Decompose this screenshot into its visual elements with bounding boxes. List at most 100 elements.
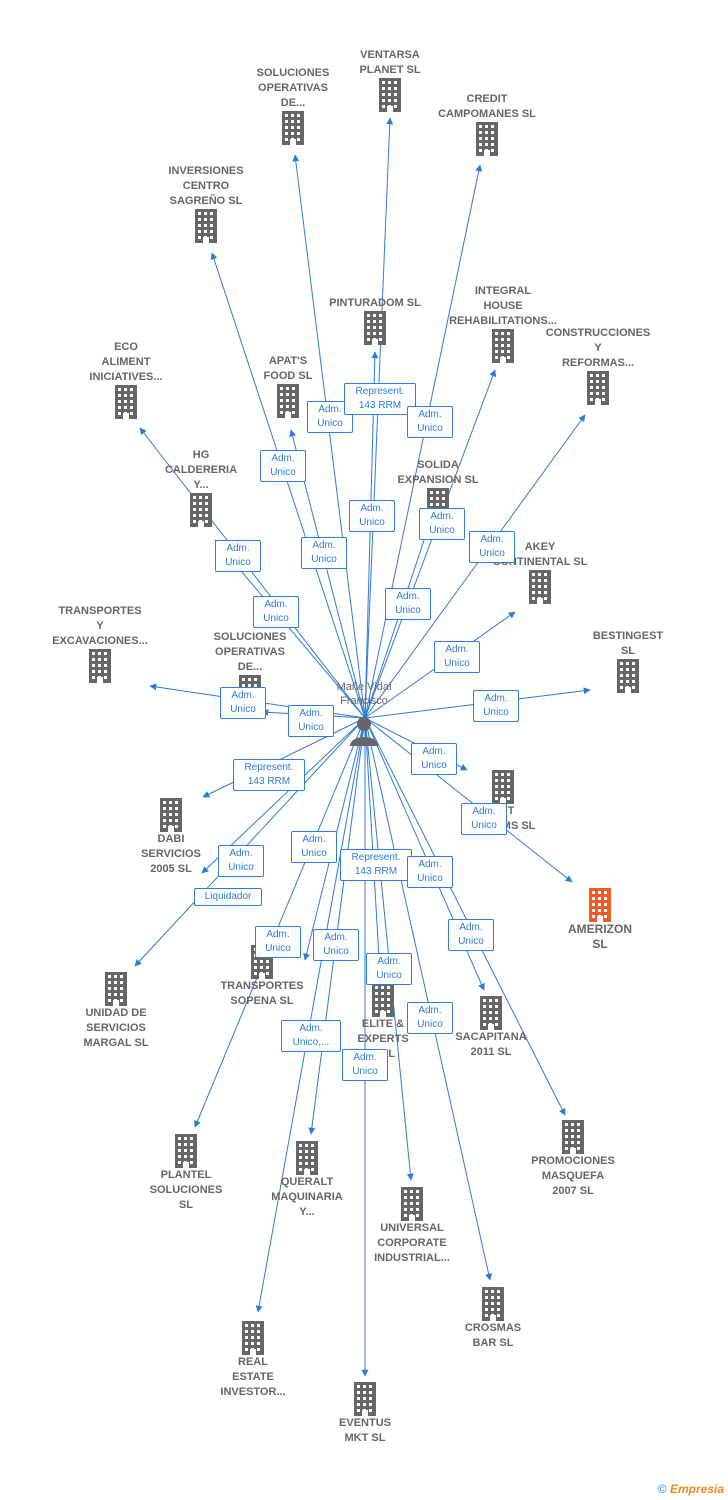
building-icon [89, 649, 111, 683]
company-node-promociones[interactable]: PROMOCIONES MASQUEFA 2007 SL [513, 1120, 633, 1199]
relation-tag-integral[interactable]: Adm. Unico [385, 588, 431, 620]
company-label: PLANTEL SOLUCIONES SL [149, 1169, 223, 1211]
company-node-soluciones1[interactable]: SOLUCIONES OPERATIVAS DE... [233, 66, 353, 145]
relation-tag-eventus[interactable]: Adm. Unico [342, 1049, 388, 1081]
building-icon [372, 983, 394, 1017]
building-icon [282, 111, 304, 145]
edge-plantel [194, 717, 366, 1128]
company-label: QUERALT MAQUINARIA Y... [271, 1176, 343, 1218]
company-node-crosmas[interactable]: CROSMAS BAR SL [433, 1287, 553, 1351]
company-node-hg[interactable]: HG CALDERERIA Y... [141, 448, 261, 527]
company-node-dabi[interactable]: DABI SERVICIOS 2005 SL [111, 798, 231, 877]
relation-tag-dabi[interactable]: Represent. 143 RRM [233, 759, 305, 791]
company-node-universal[interactable]: UNIVERSAL CORPORATE INDUSTRIAL... [352, 1187, 472, 1266]
relation-tag-soluciones2[interactable]: Adm. Unico [288, 705, 334, 737]
building-icon [480, 996, 502, 1030]
relation-tag-unidad[interactable]: Adm. Unico [218, 845, 264, 877]
edge-integral [364, 369, 497, 719]
relation-tag-solida[interactable]: Adm. Unico [419, 508, 465, 540]
company-node-integral[interactable]: INTEGRAL HOUSE REHABILITATIONS... [443, 284, 563, 363]
building-icon [160, 798, 182, 832]
company-node-unidad[interactable]: UNIDAD DE SERVICIOS MARGAL SL [56, 972, 176, 1051]
company-node-construcciones[interactable]: CONSTRUCCIONES Y REFORMAS... [538, 326, 658, 405]
company-label: INTEGRAL HOUSE REHABILITATIONS... [449, 285, 557, 327]
edge-promociones [364, 717, 566, 1116]
company-label: UNIDAD DE SERVICIOS MARGAL SL [83, 1007, 149, 1049]
company-node-eventus[interactable]: EVENTUS MKT SL [305, 1382, 425, 1446]
relation-tag-eco[interactable]: Adm. Unico [215, 540, 261, 572]
edge-eco [139, 427, 366, 719]
company-label: TRANSPORTES SOPENA SL [220, 980, 304, 1007]
edge-real [255, 717, 366, 1313]
building-icon [115, 385, 137, 419]
company-label: ECO ALIMENT INICIATIVES... [89, 341, 163, 383]
company-label: TRANSPORTES Y EXCAVACIONES... [52, 605, 148, 647]
company-node-apats[interactable]: APAT'S FOOD SL [228, 354, 348, 418]
edge-soluciones1 [292, 154, 366, 719]
relation-tag-pinturadom[interactable]: Adm. Unico [349, 500, 395, 532]
building-icon [492, 770, 514, 804]
relation-tag-liquidador[interactable]: Liquidador [194, 888, 262, 906]
relation-tag-credit[interactable]: Adm. Unico [407, 406, 453, 438]
company-label: VENTARSA PLANET SL [359, 49, 421, 76]
relation-tag-promociones[interactable]: Adm. Unico [448, 919, 494, 951]
footer-brand: © Empresia [658, 1482, 724, 1496]
company-label: SOLUCIONES OPERATIVAS DE... [213, 631, 287, 673]
relation-tag-plantel[interactable]: Adm. Unico [291, 831, 337, 863]
relation-tag-transportes_y[interactable]: Adm. Unico [220, 687, 266, 719]
relation-tag-hg[interactable]: Adm. Unico [253, 596, 299, 628]
relation-tag-apats[interactable]: Adm. Unico [301, 537, 347, 569]
building-icon [296, 1141, 318, 1175]
company-label: CROSMAS BAR SL [464, 1322, 522, 1349]
company-label: PROMOCIONES MASQUEFA 2007 SL [531, 1155, 615, 1197]
relation-tag-art[interactable]: Adm. Unico [411, 743, 457, 775]
relation-tag-sacapitana[interactable]: Adm. Unico [407, 856, 453, 888]
company-node-solida[interactable]: SOLIDA EXPANSION SL [378, 458, 498, 522]
building-icon [175, 1134, 197, 1168]
relation-tag-sopena[interactable]: Adm. Unico [313, 929, 359, 961]
company-label: SACAPITANA 2011 SL [455, 1031, 527, 1058]
edge-queralt [308, 717, 366, 1135]
relation-tag-ventarsa[interactable]: Represent. 143 RRM [344, 383, 416, 415]
relation-tag-universal[interactable]: Represent. 143 RRM [340, 849, 412, 881]
edge-construcciones [364, 414, 586, 719]
relation-tag-real[interactable]: Adm. Unico,... [281, 1020, 341, 1052]
company-node-transportes_y[interactable]: TRANSPORTES Y EXCAVACIONES... [40, 604, 160, 683]
relation-tag-akey[interactable]: Adm. Unico [434, 641, 480, 673]
company-label: REAL ESTATE INVESTOR... [220, 1356, 286, 1398]
building-icon [476, 122, 498, 156]
relation-tag-elite[interactable]: Adm. Unico [366, 953, 412, 985]
company-node-eco[interactable]: ECO ALIMENT INICIATIVES... [66, 340, 186, 419]
company-label: AMERIZON SL [568, 922, 632, 951]
company-node-queralt[interactable]: QUERALT MAQUINARIA Y... [247, 1141, 367, 1220]
edge-dabi [202, 717, 366, 798]
building-icon [190, 493, 212, 527]
copyright-symbol: © [657, 1482, 667, 1496]
edge-crosmas [364, 717, 493, 1281]
company-label: DABI SERVICIOS 2005 SL [141, 833, 201, 875]
relation-tag-queralt[interactable]: Adm. Unico [255, 926, 301, 958]
company-node-amerizon[interactable]: AMERIZON SL [540, 888, 660, 952]
person-node[interactable]: Mañe Vidal Francisco [309, 680, 419, 748]
relation-tag-inversiones[interactable]: Adm. Unico [260, 450, 306, 482]
company-node-credit[interactable]: CREDIT CAMPOMANES SL [427, 92, 547, 156]
company-node-bestingest[interactable]: BESTINGEST SL [568, 629, 688, 693]
building-icon [587, 371, 609, 405]
relation-tag-construcciones[interactable]: Adm. Unico [469, 531, 515, 563]
edge-unidad [134, 717, 366, 967]
company-node-inversiones[interactable]: INVERSIONES CENTRO SAGREÑO SL [146, 164, 266, 243]
relation-tag-amerizon[interactable]: Adm. Unico [461, 803, 507, 835]
company-node-real[interactable]: REAL ESTATE INVESTOR... [193, 1321, 313, 1400]
company-node-pinturadom[interactable]: PINTURADOM SL [315, 296, 435, 345]
building-icon [492, 329, 514, 363]
company-node-sacapitana[interactable]: SACAPITANA 2011 SL [431, 996, 551, 1060]
company-label: BESTINGEST SL [592, 630, 664, 657]
relation-tag-bestingest[interactable]: Adm. Unico [473, 690, 519, 722]
building-icon [482, 1287, 504, 1321]
relation-tag-crosmas[interactable]: Adm. Unico [407, 1002, 453, 1034]
company-label: SOLUCIONES OPERATIVAS DE... [256, 67, 330, 109]
company-node-plantel[interactable]: PLANTEL SOLUCIONES SL [126, 1134, 246, 1213]
company-node-ventarsa[interactable]: VENTARSA PLANET SL [330, 48, 450, 112]
